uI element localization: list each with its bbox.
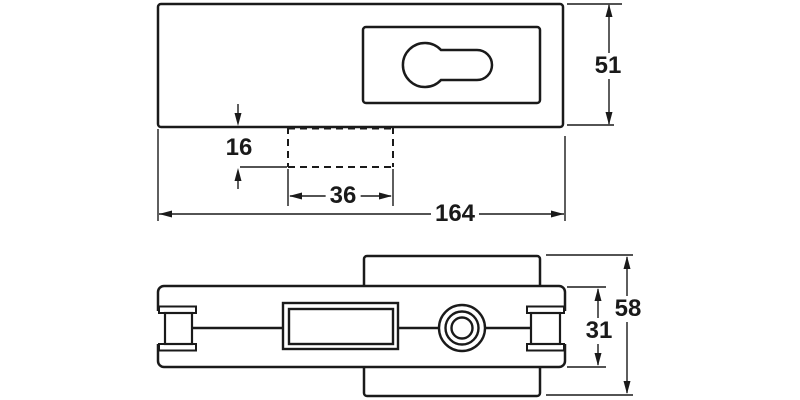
front-view-dimensions — [546, 254, 633, 396]
right-clip — [526, 305, 565, 352]
keyhole-cutout — [401, 41, 494, 89]
keyhole-plate — [361, 25, 542, 105]
front-view-arrowheads — [594, 256, 631, 394]
dimension-label-cutout-offset: 16 — [221, 135, 257, 161]
dimension-label-cutout-width: 36 — [325, 183, 361, 209]
latch-housing — [281, 301, 400, 351]
dimension-label-overall-height: 58 — [610, 296, 646, 322]
top-view — [156, 2, 565, 129]
left-clip — [158, 305, 197, 352]
top-view-plate-outline — [156, 2, 565, 129]
left-clip-box — [163, 311, 194, 346]
clip-cutout-masks — [153, 311, 570, 344]
bushing-circles — [437, 303, 487, 353]
top-view-dimensions — [157, 3, 622, 221]
right-clip-box — [529, 311, 562, 346]
dimension-label-plate-height: 51 — [590, 53, 626, 79]
front-view-top-block — [362, 254, 542, 290]
dimension-label-body-height: 31 — [581, 318, 617, 344]
front-view-bottom-block — [362, 362, 542, 398]
hidden-cutout-dashed — [287, 127, 394, 168]
top-view-arrowheads — [159, 4, 613, 218]
dimension-label-plate-length: 164 — [430, 201, 480, 227]
